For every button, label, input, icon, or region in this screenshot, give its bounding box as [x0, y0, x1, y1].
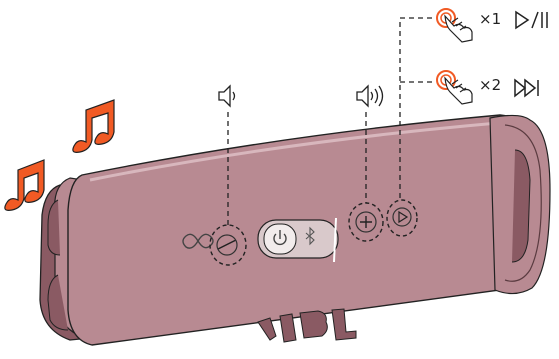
power-button[interactable]	[273, 230, 287, 246]
single-press-count: ×1	[479, 10, 501, 28]
music-note-icon	[4, 159, 45, 211]
finger-press-icon	[436, 8, 473, 43]
volume-down-button[interactable]	[209, 224, 247, 266]
double-press-count: ×2	[479, 76, 501, 94]
play-button[interactable]	[386, 199, 418, 237]
speaker-high-icon	[356, 84, 384, 108]
play-pause-icon	[515, 10, 548, 30]
control-panel	[257, 217, 339, 263]
leader-lines	[227, 17, 432, 225]
bluetooth-button[interactable]	[305, 226, 315, 246]
brand-logo	[257, 308, 357, 343]
next-track-icon	[514, 78, 539, 98]
speaker-low-icon	[218, 84, 236, 108]
music-note-icon	[72, 99, 115, 153]
finger-press-icon	[436, 70, 473, 105]
